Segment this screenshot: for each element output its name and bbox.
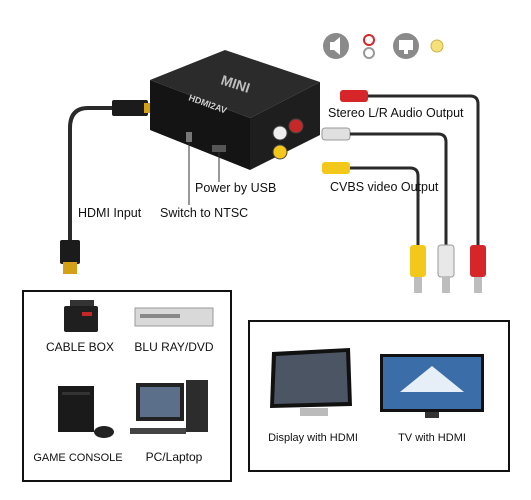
plug-red-top xyxy=(340,90,368,102)
cable-yellow xyxy=(350,166,420,245)
video-jack-icon xyxy=(430,39,444,53)
rca-port-red xyxy=(288,118,304,134)
game-console-image xyxy=(58,386,114,438)
hdmi-plug-top-tip xyxy=(144,103,154,113)
converter-side-face xyxy=(250,82,320,170)
cvbs-video-label: CVBS video Output xyxy=(330,180,439,194)
blu-ray-image xyxy=(134,307,214,327)
blu-ray-caption: BLU RAY/DVD xyxy=(134,340,214,354)
hdmi-display-image xyxy=(270,348,352,416)
plug-white-tip xyxy=(442,277,450,293)
speaker-icon xyxy=(323,33,349,59)
audio-jack-icon xyxy=(363,34,375,59)
tv-image xyxy=(380,354,484,418)
plug-red-bottom xyxy=(470,245,486,277)
plug-yellow-tip xyxy=(414,277,422,293)
hdmi-input-label: HDMI Input xyxy=(78,206,142,220)
pc-laptop-image xyxy=(130,380,208,434)
plug-yellow-top xyxy=(322,162,350,174)
plug-yellow-bottom xyxy=(410,245,426,277)
tv-hdmi-caption: TV with HDMI xyxy=(398,432,466,444)
ntsc-switch xyxy=(186,132,192,142)
monitor-icon xyxy=(393,33,419,59)
rca-port-white xyxy=(272,125,288,141)
cable-white xyxy=(350,132,448,245)
plug-white-bottom xyxy=(437,244,455,278)
display-devices-panel xyxy=(248,320,510,472)
plug-white-top xyxy=(321,127,351,141)
hdmi-plug-bottom-tip xyxy=(63,262,77,274)
game-console-caption: GAME CONSOLE xyxy=(33,452,123,464)
plug-red-tip xyxy=(474,277,482,293)
display-hdmi-caption: Display with HDMI xyxy=(268,432,358,444)
converter-top-face xyxy=(150,50,320,118)
stereo-audio-label: Stereo L/R Audio Output xyxy=(328,106,464,120)
power-usb-label: Power by USB xyxy=(195,181,277,195)
cable-box-image xyxy=(64,300,98,332)
hdmi-cable xyxy=(68,106,150,250)
usb-port xyxy=(212,145,226,152)
cable-red xyxy=(368,94,480,245)
cable-box-caption: CABLE BOX xyxy=(45,340,115,354)
hdmi-plug-top xyxy=(112,100,148,116)
hdmi-plug-bottom xyxy=(60,240,80,264)
pc-laptop-caption: PC/Laptop xyxy=(145,450,203,464)
switch-ntsc-label: Switch to NTSC xyxy=(160,206,249,220)
source-devices-panel xyxy=(22,290,232,482)
rca-port-yellow xyxy=(272,144,288,160)
